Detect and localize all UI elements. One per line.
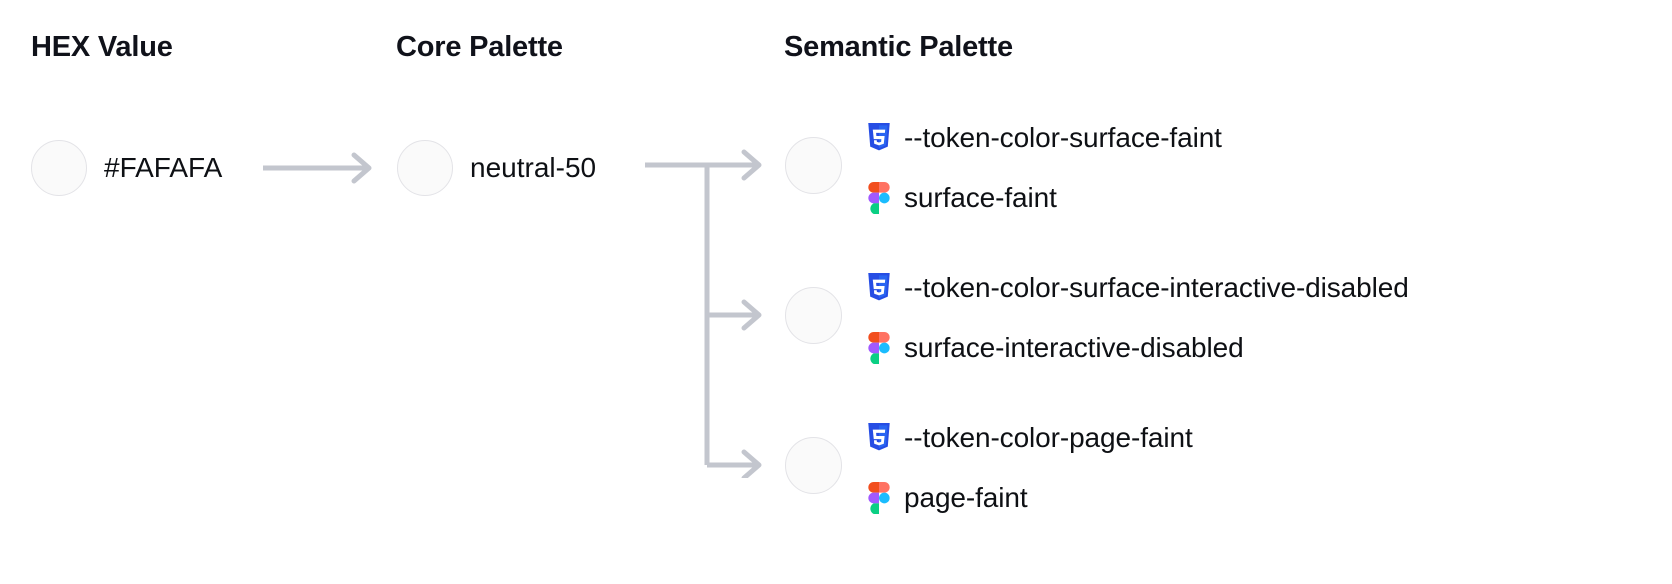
core-color-swatch <box>397 140 453 196</box>
branching-arrow-core-to-semantic-icon <box>645 149 762 478</box>
semantic-token-row: --token-color-surface-faint surface-fain… <box>866 114 1656 222</box>
semantic-color-swatch <box>785 287 842 344</box>
semantic-token-row: --token-color-page-faint page-faint <box>866 414 1656 522</box>
semantic-color-swatch <box>785 437 842 494</box>
css-token-line: --token-color-surface-interactive-disabl… <box>866 264 1656 312</box>
figma-token-label: surface-faint <box>904 182 1057 213</box>
arrow-hex-to-core-icon <box>263 152 372 184</box>
column-header-core-palette: Core Palette <box>396 31 563 63</box>
css-token-label: --token-color-surface-interactive-disabl… <box>904 272 1409 303</box>
figma-token-line: surface-interactive-disabled <box>866 324 1656 372</box>
hex-color-swatch <box>31 140 87 196</box>
css-token-line: --token-color-page-faint <box>866 414 1656 462</box>
figma-icon <box>868 332 890 364</box>
css-token-label: --token-color-surface-faint <box>904 122 1222 153</box>
css-token-label: --token-color-page-faint <box>904 422 1193 453</box>
css3-icon <box>868 273 890 301</box>
column-header-hex-value: HEX Value <box>31 31 173 63</box>
figma-token-label: page-faint <box>904 482 1028 513</box>
css3-icon <box>868 123 890 151</box>
figma-token-line: page-faint <box>866 474 1656 522</box>
hex-value-label: #FAFAFA <box>104 152 223 183</box>
css-token-line: --token-color-surface-faint <box>866 114 1656 162</box>
figma-icon <box>868 482 890 514</box>
figma-icon <box>868 182 890 214</box>
core-value-label: neutral-50 <box>470 152 597 183</box>
column-header-semantic-palette: Semantic Palette <box>784 31 1013 63</box>
css3-icon <box>868 423 890 451</box>
semantic-token-row: --token-color-surface-interactive-disabl… <box>866 264 1656 372</box>
figma-token-label: surface-interactive-disabled <box>904 332 1244 363</box>
semantic-color-swatch <box>785 137 842 194</box>
figma-token-line: surface-faint <box>866 174 1656 222</box>
